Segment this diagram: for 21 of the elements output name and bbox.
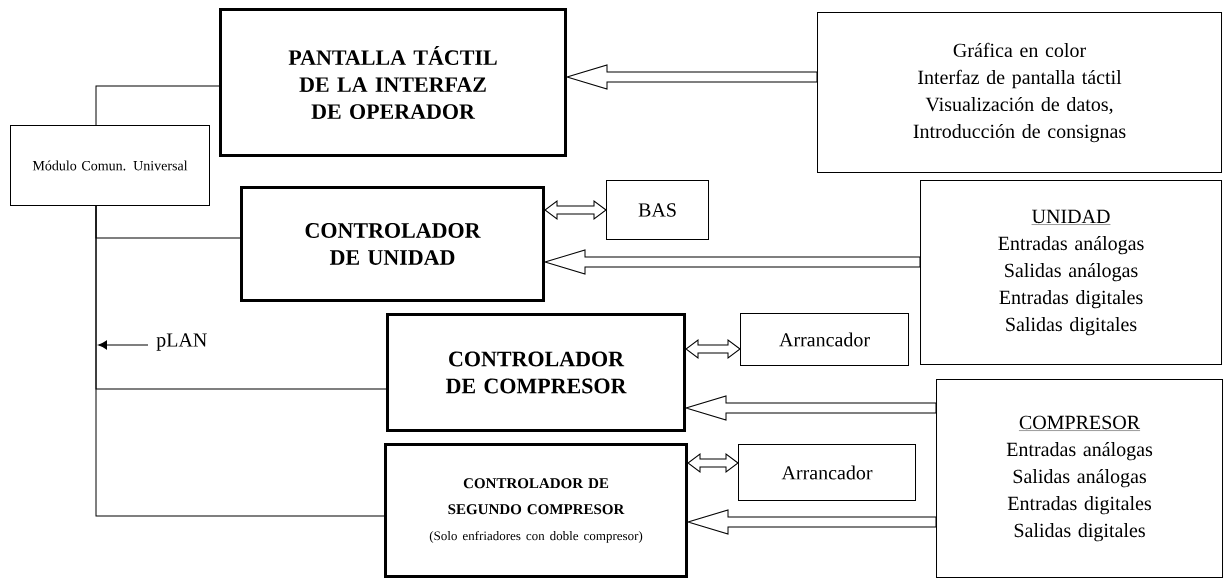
controller-box: CONTROLADOR DE UNIDAD	[240, 186, 545, 302]
controller-box: PANTALLA TÁCTIL DE LA INTERFAZ DE OPERADOR	[219, 8, 567, 157]
controller-box: CONTROLADOR DE SEGUNDO COMPRESOR (Solo enfriadores con doble compresor)	[384, 443, 688, 578]
hollow-arrow	[544, 249, 921, 275]
info-box: BAS	[606, 180, 709, 240]
double-arrow	[544, 200, 607, 220]
double-arrow	[687, 453, 739, 473]
info-box: Gráfica en color Interfaz de pantalla táctil Visualización de datos, Introducción de consignas	[817, 12, 1222, 173]
hollow-arrow	[685, 395, 937, 421]
info-box: Arrancador	[738, 444, 916, 501]
double-arrow	[685, 339, 741, 359]
info-box: Arrancador	[740, 313, 909, 366]
controller-box: CONTROLADOR DE COMPRESOR	[386, 313, 686, 432]
hollow-arrow	[566, 64, 818, 90]
io-list-box: UNIDAD Entradas análogas Salidas análogas Entradas digitales Salidas digitales	[920, 180, 1222, 365]
io-list-box: COMPRESOR Entradas análogas Salidas análogas Entradas digitales Salidas digitales	[936, 379, 1223, 578]
bus-line	[95, 205, 385, 517]
module-box: Módulo Comun. Universal	[10, 125, 210, 206]
network-label: pLAN	[156, 333, 207, 351]
hollow-arrow	[687, 509, 937, 535]
bus-line	[95, 85, 220, 126]
